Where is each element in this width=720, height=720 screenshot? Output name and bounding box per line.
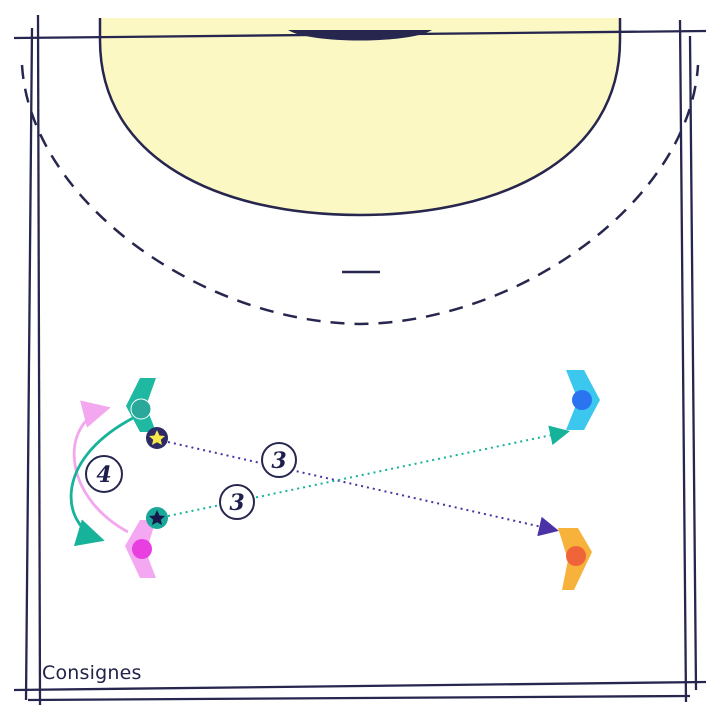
svg-text:4: 4 bbox=[96, 462, 111, 488]
caption-text: Consignes bbox=[42, 662, 142, 684]
step-label-rotation: 4 bbox=[85, 455, 123, 493]
svg-text:3: 3 bbox=[229, 490, 244, 516]
goal-area bbox=[100, 18, 620, 215]
svg-text:3: 3 bbox=[271, 448, 286, 474]
goal-area-line bbox=[98, 18, 622, 217]
player-teal[interactable] bbox=[126, 378, 156, 432]
player-blue[interactable] bbox=[566, 370, 600, 430]
player-orange[interactable] bbox=[558, 528, 592, 590]
free-throw-line bbox=[20, 64, 700, 326]
pass-purple-line bbox=[167, 441, 559, 537]
move-pink-curve bbox=[72, 400, 129, 534]
step-label-pass-purple: 3 bbox=[261, 442, 297, 478]
move-teal-curve bbox=[69, 416, 134, 547]
ball-teal-star[interactable] bbox=[146, 507, 168, 529]
step-label-pass-teal: 3 bbox=[219, 484, 255, 520]
ball-yellow-star[interactable] bbox=[146, 427, 168, 449]
court-border bbox=[13, 14, 707, 706]
player-pink[interactable] bbox=[125, 520, 156, 578]
